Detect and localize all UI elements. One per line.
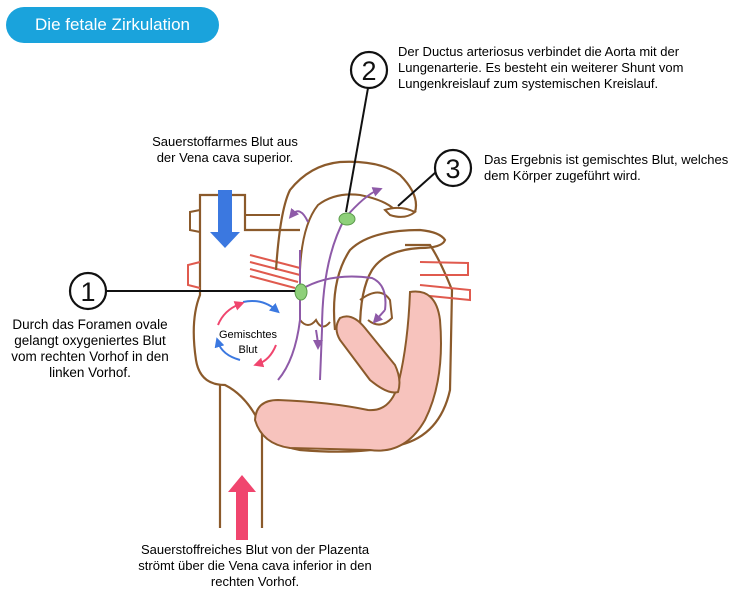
note-ductus-arteriosus: Der Ductus arteriosus verbindet die Aort… <box>398 44 684 91</box>
right-pulmonary-vessels <box>419 261 471 302</box>
svg-text:3: 3 <box>445 154 460 184</box>
left-branch-red <box>187 261 201 289</box>
aortic-arch <box>274 160 418 271</box>
svg-text:1: 1 <box>80 277 95 307</box>
callout-line-3 <box>397 171 437 207</box>
inferior-vena-cava <box>218 385 264 528</box>
left-atrium <box>359 291 394 326</box>
superior-vena-cava <box>198 193 300 232</box>
mixed-blood-label-2: Blut <box>239 344 258 356</box>
note-foramen-ovale: Durch das Foramen ovale gelangt oxygenie… <box>11 317 169 380</box>
pulmonary-trunk <box>332 228 447 331</box>
left-pulmonary-veins <box>249 254 301 289</box>
note-inferior-vena-cava: Sauerstoffreiches Blut von der Plazenta … <box>138 542 372 589</box>
mixed-blood-label-1: Gemischtes <box>219 329 278 341</box>
svg-text:2: 2 <box>361 56 376 86</box>
svc-blue-arrow <box>210 190 240 248</box>
valve-leaflets <box>299 318 331 328</box>
marker-3: 3 <box>433 148 473 188</box>
foramen-ovale-shunt <box>294 283 308 301</box>
diagram-title: Die fetale Zirkulation <box>35 15 190 34</box>
septum-muscle <box>335 315 401 394</box>
left-ventricle-muscle <box>253 290 442 452</box>
note-superior-vena-cava: Sauerstoffarmes Blut aus der Vena cava s… <box>152 134 298 165</box>
ductus-arteriosus-shunt <box>338 212 356 226</box>
callout-line-2 <box>345 87 369 213</box>
title-badge: Die fetale Zirkulation <box>6 7 219 43</box>
marker-2: 2 <box>349 50 389 90</box>
marker-1: 1 <box>68 271 108 311</box>
note-mixed-blood-result: Das Ergebnis ist gemischtes Blut, welche… <box>484 152 729 183</box>
ivc-pink-arrow <box>228 475 256 540</box>
mixed-blood-cycle <box>214 300 280 368</box>
left-branch-upper <box>189 209 201 233</box>
